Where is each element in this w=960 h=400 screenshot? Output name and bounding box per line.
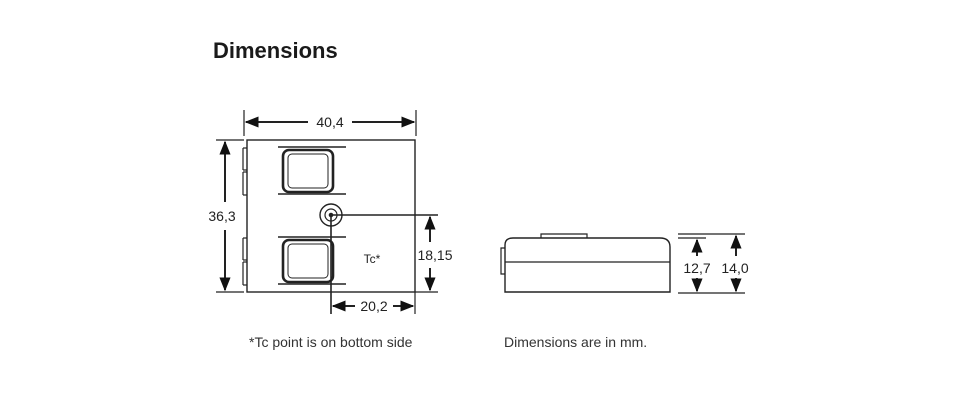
- tc-footnote: *Tc point is on bottom side: [249, 334, 413, 350]
- units-note: Dimensions are in mm.: [504, 334, 648, 350]
- body-height-dimension-label: 12,7: [683, 260, 710, 276]
- tc-marker-label: Tc*: [364, 252, 381, 266]
- side-view: [500, 233, 745, 294]
- edge-tabs: [242, 147, 247, 286]
- tc-width-dimension-label: 20,2: [360, 298, 387, 314]
- page-title: Dimensions: [213, 38, 338, 63]
- total-height-dimension-label: 14,0: [721, 260, 748, 276]
- upper-connector: [278, 146, 346, 195]
- width-dimension-label: 40,4: [316, 114, 343, 130]
- lower-connector: [278, 236, 346, 285]
- top-view: [216, 110, 438, 314]
- height-dimension-label: 36,3: [208, 208, 235, 224]
- side-view-body: [504, 237, 671, 293]
- tc-height-dimension-label: 18,15: [417, 247, 452, 263]
